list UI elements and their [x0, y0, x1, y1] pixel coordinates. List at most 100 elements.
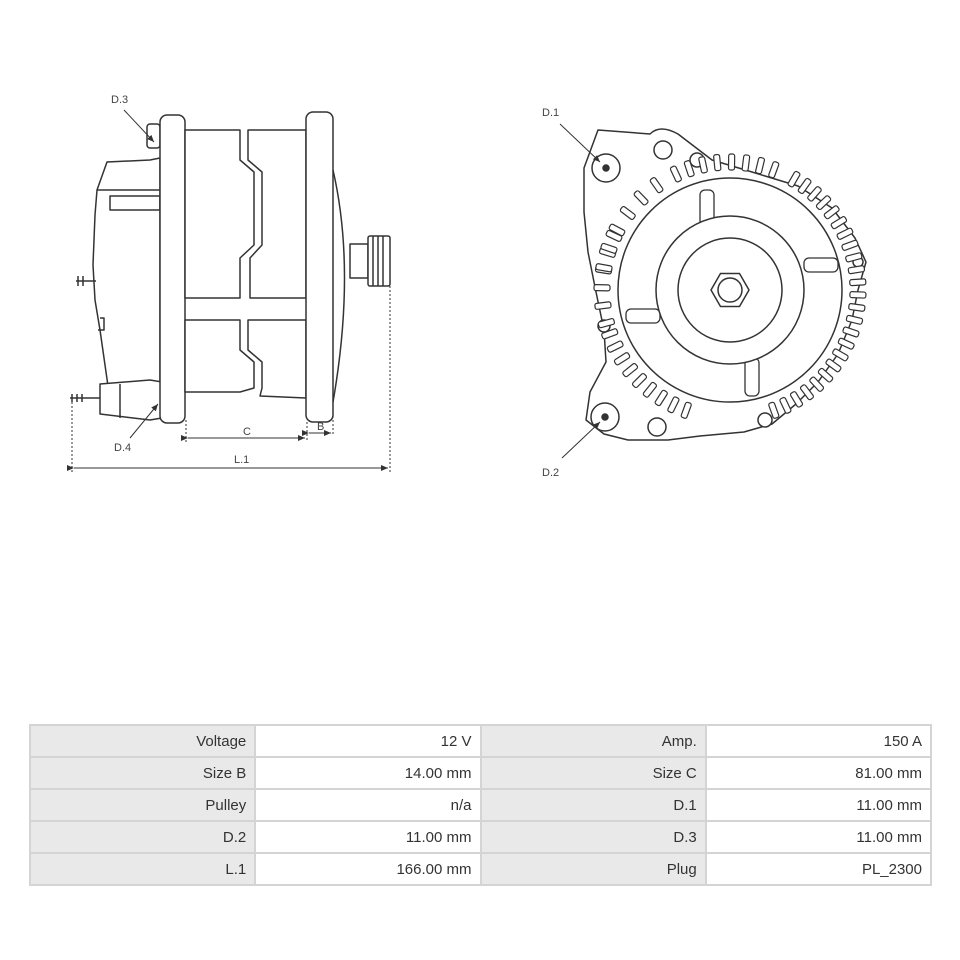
vent-slot [823, 205, 840, 220]
vent-slot [680, 401, 692, 419]
vent-slot [631, 372, 648, 389]
vent-slot [654, 389, 668, 407]
vent-slot [779, 396, 792, 414]
spec-label: Voltage [28, 724, 257, 758]
plug-connector [70, 379, 163, 421]
vent-slot [837, 337, 855, 350]
vent-slot [713, 153, 722, 172]
pulley [367, 235, 391, 287]
vent-slot [667, 396, 680, 414]
vent-slot [605, 229, 623, 242]
spec-value: 81.00 mm [704, 756, 933, 790]
vent-slot [849, 291, 867, 299]
spec-label: Size B [28, 756, 257, 790]
vent-slot [799, 384, 814, 401]
vent-slot [832, 348, 849, 362]
vent-slot [597, 318, 616, 329]
side-dimensions [67, 109, 391, 472]
vent-slot [593, 284, 611, 292]
vent-slot [848, 303, 866, 312]
vent-slot [807, 186, 822, 202]
front-view [583, 128, 867, 441]
label-l1: L.1 [234, 454, 249, 466]
spec-value: 166.00 mm [254, 852, 482, 886]
boss-hole [757, 412, 773, 428]
rear-cover [92, 157, 161, 387]
spec-label: Plug [479, 852, 707, 886]
pulley-grooves [372, 236, 384, 286]
label-d3: D.3 [111, 94, 128, 106]
vent-slot [841, 239, 859, 251]
vent-slot [815, 195, 832, 211]
vent-slot [608, 223, 626, 237]
spec-label: Pulley [28, 788, 257, 822]
spec-label: Amp. [479, 724, 707, 758]
label-c: C [243, 426, 251, 438]
spec-value: 150 A [704, 724, 933, 758]
vent-slot [606, 340, 624, 353]
vent-slot [595, 263, 613, 273]
leader-d4 [129, 403, 159, 439]
spec-value: 11.00 mm [704, 788, 933, 822]
spec-value: PL_2300 [704, 852, 933, 886]
label-b: B [317, 421, 324, 433]
vent-slot [845, 314, 864, 325]
vent-slot [622, 362, 639, 378]
vent-slot [797, 177, 812, 195]
vent-slot [633, 190, 649, 206]
front-flange [305, 111, 334, 423]
spec-label: D.3 [479, 820, 707, 854]
vent-slot [698, 156, 708, 174]
rear-terminal [76, 276, 96, 286]
vent-slot [727, 153, 736, 171]
alternator-technical-drawing: D.3 D.4 C B L.1 D [67, 94, 867, 479]
vent-slots [593, 153, 867, 419]
stator-body [247, 319, 307, 399]
spec-label: Size C [479, 756, 707, 790]
vent-slot [845, 252, 863, 263]
vent-slot [741, 154, 751, 172]
boss-hole [653, 140, 673, 160]
vent-slot [600, 242, 618, 254]
side-view [70, 111, 391, 424]
spec-value: 12 V [254, 724, 482, 758]
vent-slot [669, 165, 682, 183]
vent-slot [683, 160, 695, 178]
vent-slot [847, 265, 866, 275]
label-d4: D.4 [114, 442, 131, 454]
vent-slot [817, 367, 834, 383]
vent-slot [825, 358, 842, 373]
vent-slot [830, 216, 848, 230]
leader-d1 [559, 123, 601, 163]
stator-body [184, 129, 255, 299]
spec-value: n/a [254, 788, 482, 822]
shaft [349, 243, 369, 279]
stator-body [184, 319, 255, 393]
spec-label: D.1 [479, 788, 707, 822]
shaft-end [717, 277, 743, 303]
vent-slot [836, 227, 854, 240]
vent-slot [649, 177, 664, 194]
vent-slot [768, 401, 780, 419]
vent-slot [849, 278, 867, 287]
vent-slot [601, 328, 619, 340]
label-d2: D.2 [542, 467, 559, 479]
vent-slot [842, 326, 860, 338]
vent-slot [613, 352, 631, 366]
boss-hole [647, 417, 667, 437]
vent-slot [755, 156, 766, 175]
vent-slot [787, 170, 801, 188]
label-d1: D.1 [542, 107, 559, 119]
spec-value: 11.00 mm [704, 820, 933, 854]
vent-slot [809, 376, 825, 392]
spec-value: 14.00 mm [254, 756, 482, 790]
rear-flange [159, 114, 186, 424]
spec-label: D.2 [28, 820, 257, 854]
vent-slot [768, 161, 780, 179]
